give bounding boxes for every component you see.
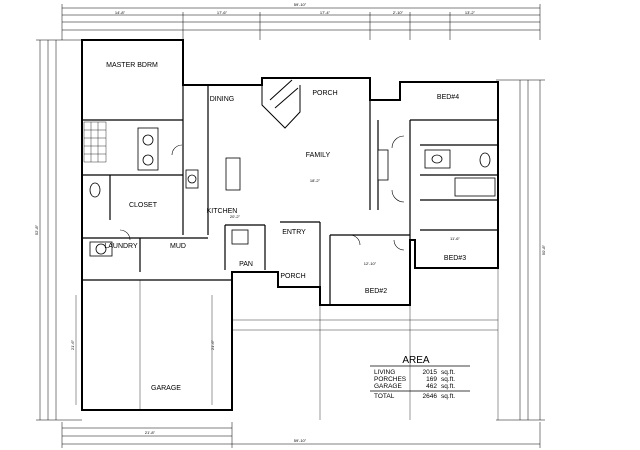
- label-mud: MUD: [170, 243, 186, 250]
- area-row-label: PORCHES: [374, 376, 407, 383]
- area-row-value: 462: [426, 383, 437, 390]
- right-dimension-lines: [496, 79, 545, 421]
- label-laundry: LAUNDRY: [104, 243, 138, 250]
- dim-kitchen-ceiling: 20'-2": [230, 214, 241, 219]
- dim-overall-bottom: 59'-10": [294, 438, 307, 443]
- label-pan: PAN: [239, 261, 253, 268]
- dim-top-17-4: 17'-4": [320, 10, 331, 15]
- fixtures: [89, 127, 496, 257]
- garage-lines: [75, 280, 213, 410]
- area-row-value: 169: [426, 376, 437, 383]
- area-total-value: 2646: [423, 393, 438, 400]
- area-row-unit: sq.ft.: [441, 383, 455, 390]
- left-dimension-lines: [36, 39, 82, 421]
- dim-garage-left: 21'-6": [70, 339, 75, 350]
- label-bed3: BED#3: [444, 255, 466, 262]
- shower-grid: [83, 121, 107, 163]
- dim-garage-right: 21'-6": [210, 339, 215, 350]
- area-row-value: 2015: [423, 369, 438, 376]
- dim-family-ceiling: 18'-2": [310, 178, 321, 183]
- dim-bottom-21-8: 21'-8": [145, 430, 156, 435]
- top-dimension-lines: [61, 4, 541, 40]
- label-bed4: BED#4: [437, 94, 459, 101]
- label-master-bdrm: MASTER BDRM: [106, 62, 158, 69]
- dim-top-13-2: 13'-2": [465, 10, 476, 15]
- door-swings: [119, 135, 405, 251]
- dim-top-2-10: 2'-10": [393, 10, 404, 15]
- area-total-unit: sq.ft.: [441, 393, 455, 400]
- dim-top-14-8: 14'-8": [115, 10, 126, 15]
- label-garage: GARAGE: [151, 385, 181, 392]
- label-bed2: BED#2: [365, 288, 387, 295]
- dim-top-17-6: 17'-6": [217, 10, 228, 15]
- label-closet: CLOSET: [129, 202, 158, 209]
- dim-right-50-8: 50'-8": [541, 244, 546, 255]
- label-porch-front: PORCH: [280, 273, 305, 280]
- area-total-label: TOTAL: [374, 393, 395, 400]
- dim-left-52-8: 52'-8": [34, 224, 39, 235]
- dim-overall-top: 59'-10": [294, 2, 307, 7]
- dim-bed2-width: 12'-10": [364, 261, 377, 266]
- label-family: FAMILY: [306, 152, 331, 159]
- extension-lines: [232, 268, 499, 420]
- label-entry: ENTRY: [282, 229, 306, 236]
- label-porch-rear: PORCH: [312, 90, 337, 97]
- porch-bay: [261, 79, 301, 129]
- label-dining: DINING: [210, 96, 235, 103]
- area-title: AREA: [402, 355, 430, 366]
- label-kitchen: KITCHEN: [207, 208, 238, 215]
- bottom-dimension-lines: [61, 422, 541, 448]
- interior-walls: [82, 85, 498, 305]
- area-row-unit: sq.ft.: [441, 376, 455, 383]
- area-row-label: LIVING: [374, 369, 395, 376]
- area-row-unit: sq.ft.: [441, 369, 455, 376]
- dim-bed3-width: 11'-6": [450, 236, 460, 241]
- exterior-walls: [81, 39, 499, 411]
- area-row-label: GARAGE: [374, 383, 402, 390]
- area-table: AREA LIVING 2015 sq.ft. PORCHES 169 sq.f…: [370, 355, 470, 400]
